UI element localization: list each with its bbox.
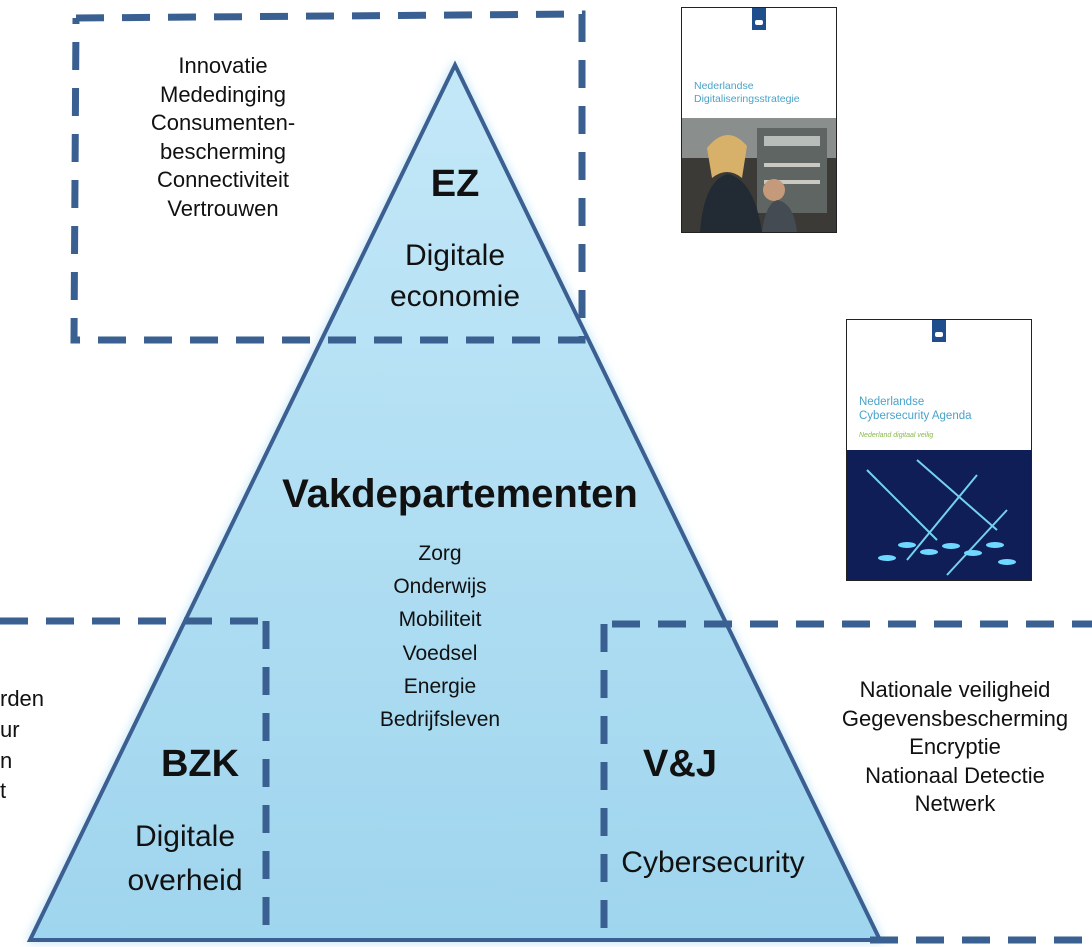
vj-title: V&J (643, 743, 717, 785)
book-title-line: Nederlandse (694, 80, 754, 92)
list-item: Consumenten- (150, 110, 296, 136)
rijksoverheid-logo-icon (932, 320, 946, 342)
rijksoverheid-logo-icon (752, 8, 766, 30)
ez-subtitle-line: Digitale (404, 239, 506, 272)
list-item: Nationaal Detectie (865, 762, 1045, 788)
bzk-title: BZK (160, 743, 240, 785)
list-item: bescherming (160, 138, 286, 164)
list-item: Voedsel (402, 641, 478, 665)
vakdepartementen-list: Zorg Onderwijs Mobiliteit Voedsel Energi… (335, 537, 545, 736)
book-cover-cybersecurity-agenda: Nederlandse Cybersecurity Agenda Nederla… (847, 320, 1031, 580)
list-item: Nationale veiligheid (859, 677, 1051, 702)
vj-subtitle: Cybersecurity (621, 846, 805, 879)
list-item: Encryptie (909, 734, 1001, 760)
list-item: Gegevensbescherming (841, 705, 1069, 731)
bzk-subtitle-line: overheid (127, 863, 243, 897)
bzk-subtitle-line: Digitale (134, 820, 236, 853)
vj-box-list: Nationale veiligheid Gegevensbescherming… (820, 676, 1090, 819)
book-photo (682, 118, 836, 232)
bzk-subtitle: Digitale overheid (100, 815, 270, 902)
book-title: Nederlandse Cybersecurity Agenda (859, 395, 972, 424)
list-item: Onderwijs (393, 575, 487, 599)
book-title-line: Digitaliseringsstrategie (694, 93, 800, 106)
list-item: rden (0, 686, 45, 711)
list-item: Connectiviteit (156, 167, 290, 193)
book-photo (847, 450, 1031, 580)
ez-subtitle-line: economie (389, 279, 521, 313)
list-item: Bedrijfsleven (379, 707, 501, 731)
ez-subtitle: Digitale economie (340, 236, 570, 317)
list-item: Mobiliteit (398, 608, 482, 632)
bzk-box-list-clipped: rden ur n t (0, 684, 44, 807)
list-item: n (0, 747, 13, 773)
ez-box-list: Innovatie Mededinging Consumenten- besch… (108, 52, 338, 224)
list-item: Vertrouwen (167, 195, 279, 221)
list-item: Netwerk (914, 791, 996, 817)
book-title-line: Nederlandse (859, 396, 925, 408)
list-item: Innovatie (178, 53, 268, 78)
book-tagline: Nederland digitaal veilig (859, 432, 934, 439)
pyramid-triangle (26, 60, 884, 942)
list-item: Zorg (418, 542, 462, 565)
book-title-line: Cybersecurity Agenda (859, 410, 972, 423)
vakdepartementen-title: Vakdepartementen (282, 472, 638, 516)
vj-dashed-box (600, 620, 1092, 944)
list-item: t (0, 778, 7, 804)
list-item: ur (0, 716, 20, 742)
book-title: Nederlandse Digitaliseringsstrategie (694, 80, 800, 106)
ez-title: EZ (430, 163, 480, 205)
book-cover-digitaliseringsstrategie: Nederlandse Digitaliseringsstrategie (682, 8, 836, 232)
list-item: Energie (403, 674, 477, 698)
ez-dashed-box (70, 10, 586, 344)
list-item: Mededinging (160, 81, 286, 107)
bzk-dashed-box (0, 617, 270, 940)
